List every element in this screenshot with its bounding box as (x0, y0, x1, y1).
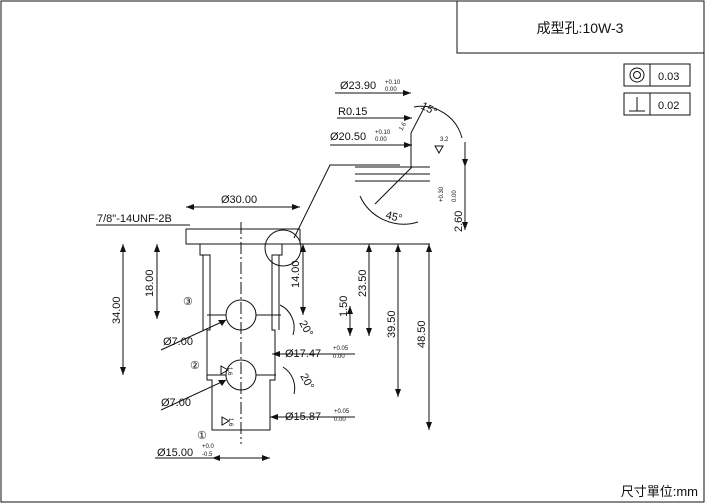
arrow-1400-top (300, 244, 306, 252)
roughness-32: 3.2 (440, 137, 449, 143)
arrow-2350-bottom (366, 328, 372, 336)
plus-030-text: +0.30 (439, 186, 445, 202)
len-260-text: 2.60 (453, 211, 465, 232)
arrow-d23 (403, 90, 411, 96)
roughness-16-c: 1.6 (227, 418, 233, 427)
angle-20-a-text: 20° (296, 319, 315, 339)
d17-47-plus: +0.05 (333, 346, 349, 352)
d23-90-text: Ø23.90 (340, 80, 376, 92)
d7-00-a-text: Ø7.00 (163, 336, 193, 348)
len-1800-text: 18.00 (144, 269, 156, 297)
angle-15-arc (413, 105, 463, 139)
dimension-arrows (120, 90, 468, 461)
arrow-260-top (462, 159, 468, 167)
d15-87-minus: 0.00 (334, 417, 346, 423)
angle-20-b-arc (282, 366, 296, 395)
arrow-1800-bottom (154, 311, 160, 319)
concentricity-value: 0.03 (658, 71, 679, 83)
arrow-4850-top (426, 244, 432, 252)
angle-15-leader (410, 105, 426, 134)
detail-view (355, 105, 463, 225)
title-block (456, 0, 705, 54)
r0-15-text: R0.15 (338, 106, 367, 118)
len-1400-text: 14.00 (290, 260, 302, 288)
d23-90-minus: 0.00 (385, 87, 397, 93)
cavity-profile (185, 222, 430, 444)
len-3950-text: 39.50 (386, 310, 398, 338)
port-3-label: ③ (183, 296, 193, 308)
d17-47-text: Ø17.47 (285, 348, 321, 360)
thread-text: 7/8"-14UNF-2B (97, 213, 172, 225)
concentricity-box (623, 63, 691, 87)
arrow-d7-a (218, 320, 226, 326)
dimensions: Ø23.90 +0.10 0.00 R0.15 Ø20.50 +0.10 0.0… (96, 80, 466, 459)
d7-00-b-leader (160, 379, 227, 411)
roughness-16-a: 1.6 (399, 121, 409, 132)
d20-50-plus: +0.10 (375, 130, 391, 136)
arrow-260-bottom (462, 222, 468, 230)
zero-000-text: 0.00 (452, 190, 458, 202)
concentricity-icon (629, 67, 645, 83)
arrow-3950-bottom (395, 389, 401, 397)
d15-87-plus: +0.05 (334, 409, 350, 415)
cross-holes (207, 229, 302, 391)
arrow-2350-top (366, 244, 372, 252)
len-3400-text: 34.00 (111, 296, 123, 324)
arrow-d30-left (186, 204, 194, 210)
d7-00-b-text: Ø7.00 (161, 397, 191, 409)
arrow-150-top (347, 306, 353, 314)
d17-47-minus: 0.00 (333, 354, 345, 360)
arrow-1400-bottom (300, 307, 306, 315)
roughness-16-b: 1.6 (226, 367, 232, 376)
len-2350-text: 23.50 (357, 269, 369, 297)
len-4850-text: 48.50 (416, 320, 428, 348)
d15-00-plus: +0.0 (202, 444, 215, 450)
perpendicularity-box (623, 92, 691, 116)
arrow-d15-left (212, 455, 220, 461)
arrow-3400-bottom (120, 367, 126, 375)
angle-20-a-arc (279, 304, 295, 336)
arrow-3400-top (120, 244, 126, 252)
detail-callout-circle (264, 229, 302, 267)
title-text: 成型孔:10W-3 (537, 20, 624, 36)
d20-50-text: Ø20.50 (330, 131, 366, 143)
arrow-d20 (404, 142, 412, 148)
unit-note: 尺寸單位:mm (621, 484, 698, 499)
arrow-d30-right (292, 204, 300, 210)
port-2-label: ② (190, 360, 200, 372)
d30-00-text: Ø30.00 (221, 194, 257, 206)
arrow-d7-b (218, 380, 226, 386)
arrow-3950-top (395, 244, 401, 252)
port-1-label: ① (197, 430, 207, 442)
detail-chamfer (374, 166, 413, 205)
angle-20-b-text: 20° (297, 372, 316, 392)
roughness-16-b-symbol (220, 365, 230, 375)
angle-45-text: 45° (384, 209, 403, 225)
concentricity-inner-icon (633, 71, 641, 79)
arrow-d17 (272, 351, 280, 357)
perpendicularity-value: 0.02 (658, 100, 679, 112)
detail-leader (293, 164, 400, 239)
d15-87-text: Ø15.87 (285, 411, 321, 423)
d15-00-minus: -0.5 (202, 452, 213, 458)
concentricity-frame: 0.03 (623, 63, 691, 87)
perpendicularity-frame: 0.02 (623, 92, 691, 116)
roughness-32-symbol (434, 145, 444, 155)
d20-50-minus: 0.00 (375, 137, 387, 143)
d23-90-plus: +0.10 (385, 80, 401, 86)
arrow-r015 (404, 115, 412, 121)
arrow-d15-right (262, 455, 270, 461)
angle-15-text: 15° (419, 100, 439, 118)
angle-45-arc (359, 195, 419, 225)
arrow-150-bottom (347, 328, 353, 336)
arrow-4850-bottom (426, 422, 432, 430)
arrow-d15-87 (270, 414, 278, 420)
len-150-text: 1.50 (338, 296, 350, 317)
arrow-1800-top (154, 244, 160, 252)
d15-00-text: Ø15.00 (157, 447, 193, 459)
d7-00-a-leader (160, 319, 227, 351)
roughness-16-c-symbol (221, 416, 231, 426)
